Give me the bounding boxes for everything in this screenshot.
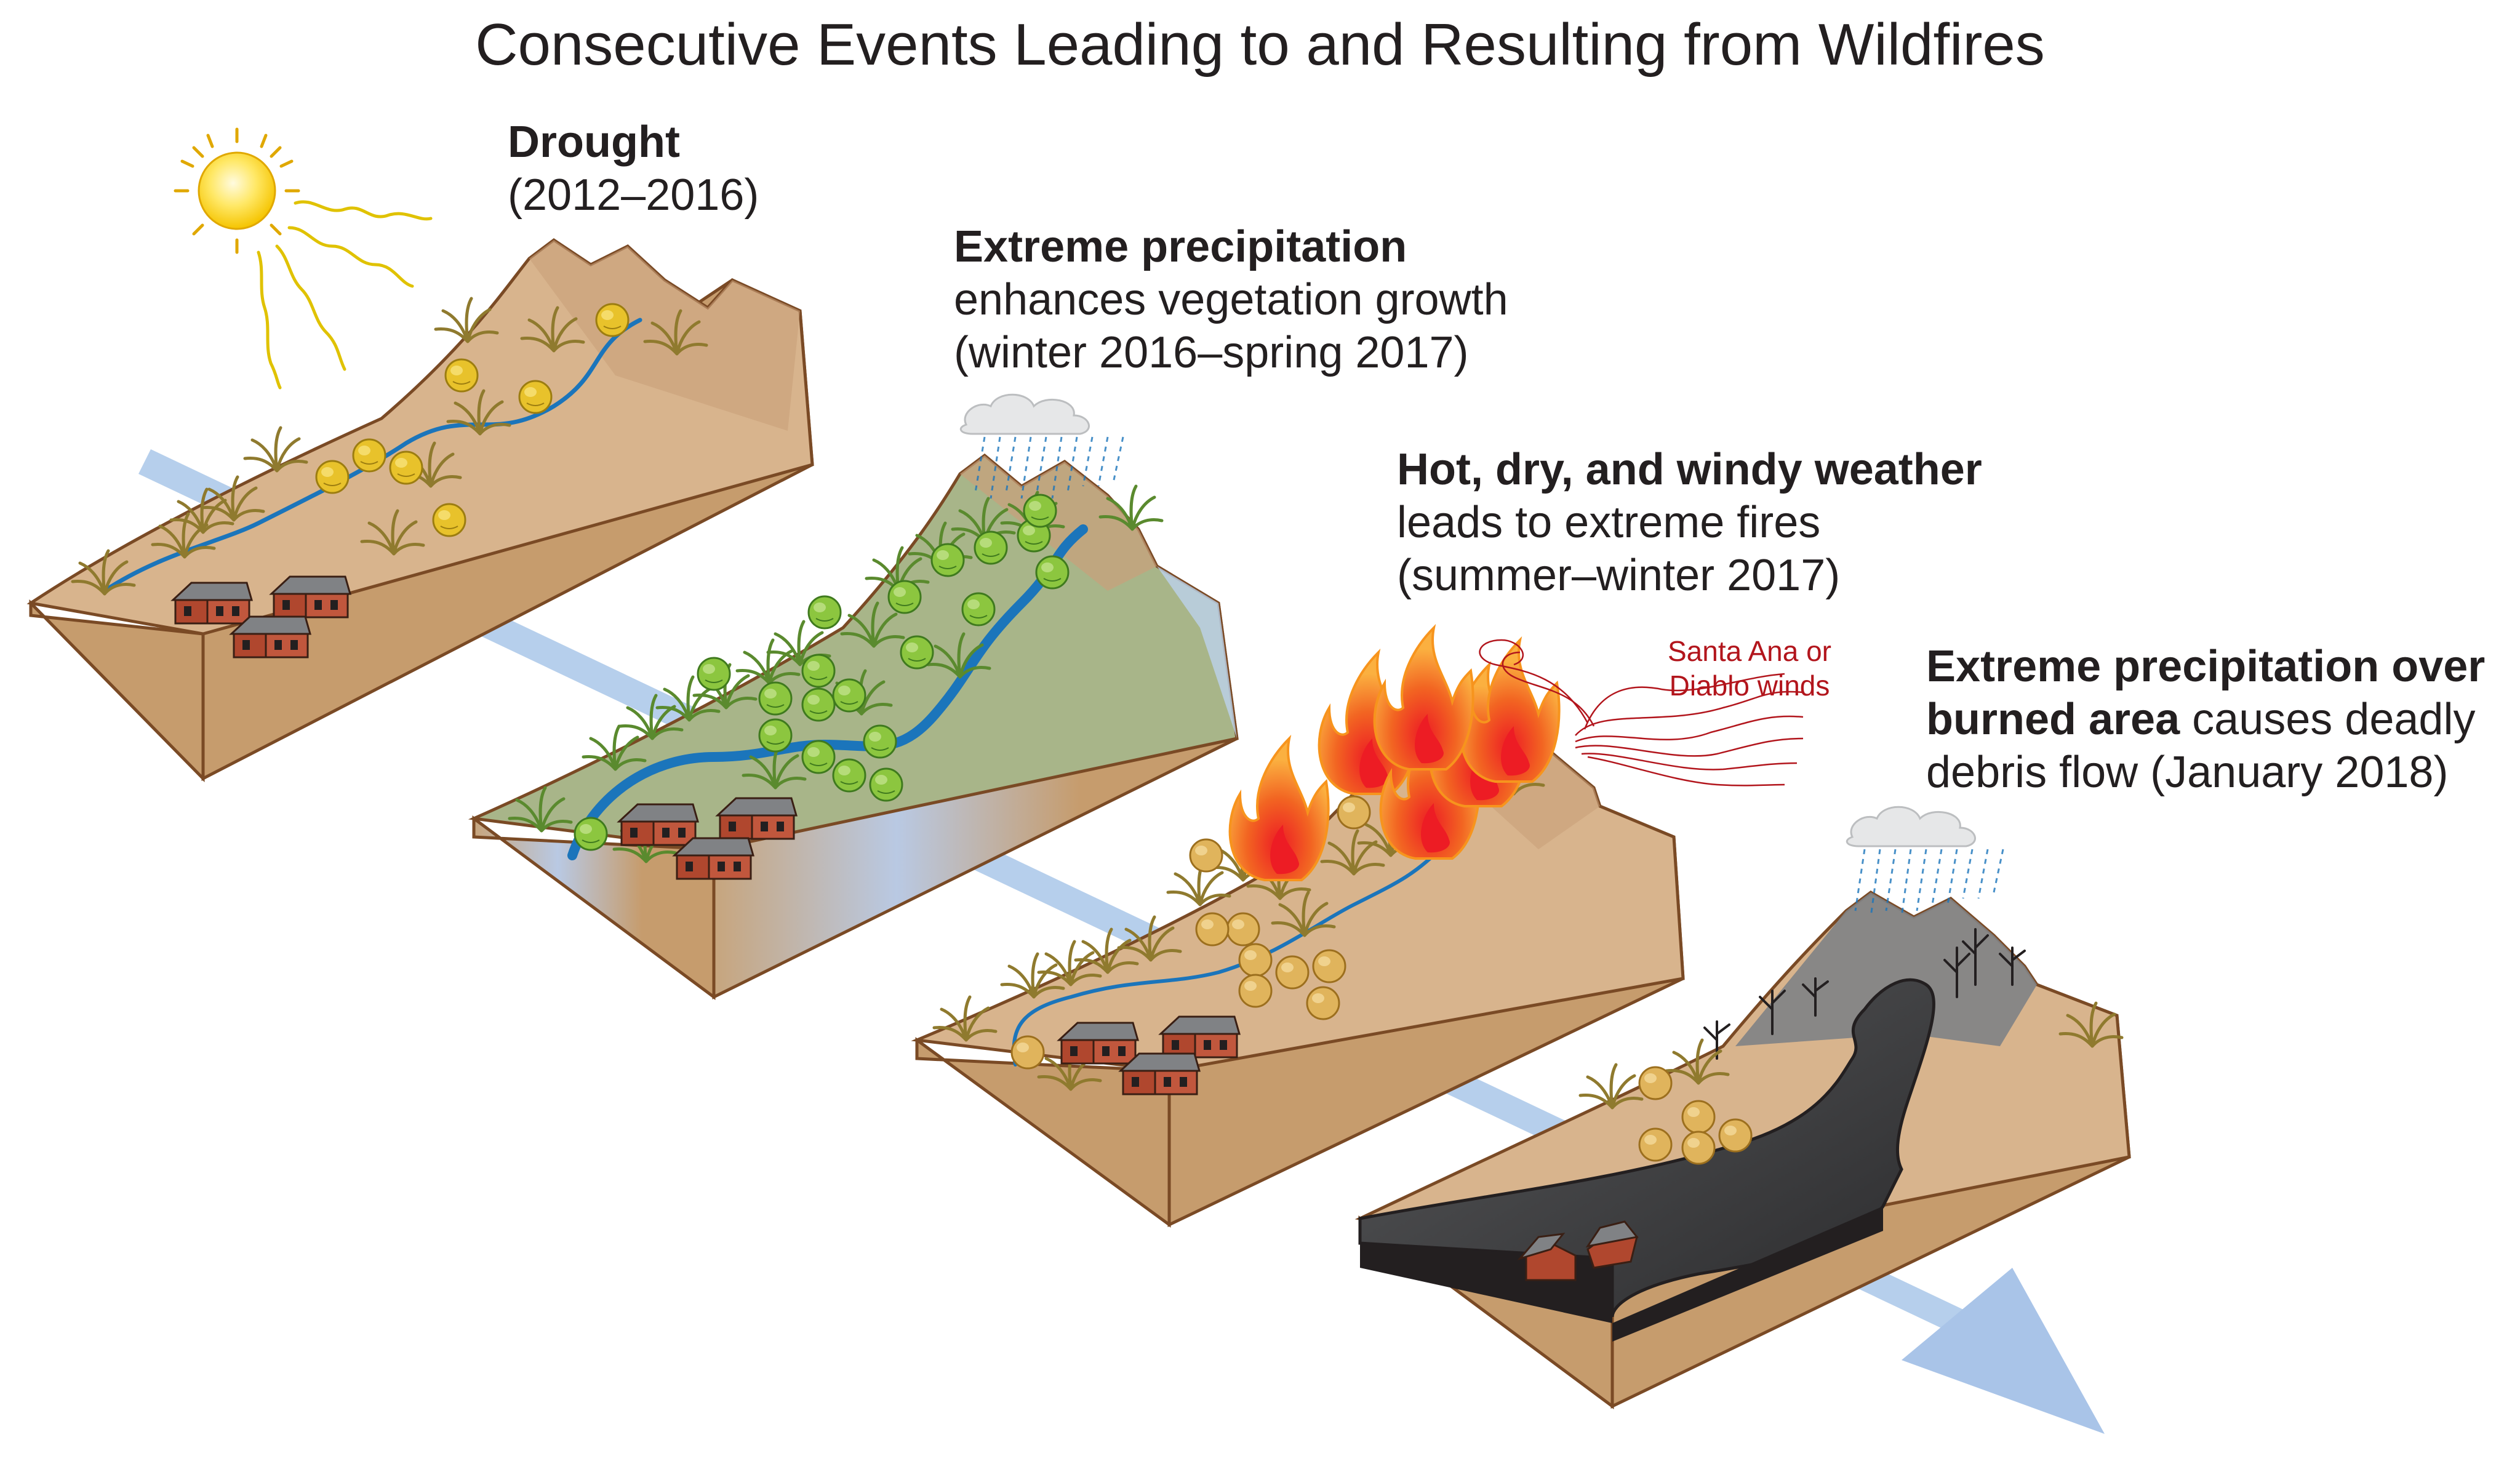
wind-label-line-2: Diablo winds xyxy=(1669,670,1830,702)
panel-precipitation-landscape xyxy=(468,393,1239,1000)
precipitation-rain-cloud-icon xyxy=(959,393,1124,499)
caption-precipitation-line-1: enhances vegetation growth xyxy=(954,275,1508,324)
caption-debris-heading-1: Extreme precipitation over xyxy=(1926,642,2486,691)
drought-sun-icon xyxy=(174,127,433,390)
destroyed-houses-icon xyxy=(1517,1220,1639,1281)
panel-drought-landscape xyxy=(26,127,814,783)
caption-precipitation-line-2: (winter 2016–spring 2017) xyxy=(954,328,1469,377)
wind-label: Santa Ana or Diablo winds xyxy=(1668,634,1831,703)
diagram-title: Consecutive Events Leading to and Result… xyxy=(475,12,2045,78)
caption-precipitation-heading: Extreme precipitation xyxy=(954,222,1407,271)
caption-debris-heading-2: burned area xyxy=(1926,695,2180,744)
caption-fire-line-2: (summer–winter 2017) xyxy=(1397,551,1841,600)
caption-fire-line-1: leads to extreme fires xyxy=(1397,498,1821,547)
burned-tree-icon xyxy=(1703,928,2026,1060)
caption-drought: Drought (2012–2016) xyxy=(508,116,759,222)
caption-debris-heading-2-rest: causes deadly xyxy=(2180,695,2476,744)
panel-fire-landscape xyxy=(911,626,1804,1228)
caption-precipitation: Extreme precipitation enhances vegetatio… xyxy=(954,220,1508,379)
caption-fire: Hot, dry, and windy weather leads to ext… xyxy=(1397,443,1982,602)
wind-label-line-1: Santa Ana or xyxy=(1668,635,1831,667)
debris-rain-cloud-icon xyxy=(1846,806,2004,918)
panel-debris-flow-landscape xyxy=(1354,806,2131,1409)
caption-fire-heading: Hot, dry, and windy weather xyxy=(1397,445,1982,494)
caption-drought-line: (2012–2016) xyxy=(508,170,759,220)
flow-arrow-head-icon xyxy=(1902,1268,2105,1434)
caption-drought-heading: Drought xyxy=(508,118,680,167)
caption-debris-flow: Extreme precipitation over burned area c… xyxy=(1926,640,2485,799)
wind-icon xyxy=(1479,639,1804,787)
caption-debris-line: debris flow (January 2018) xyxy=(1926,748,2449,797)
